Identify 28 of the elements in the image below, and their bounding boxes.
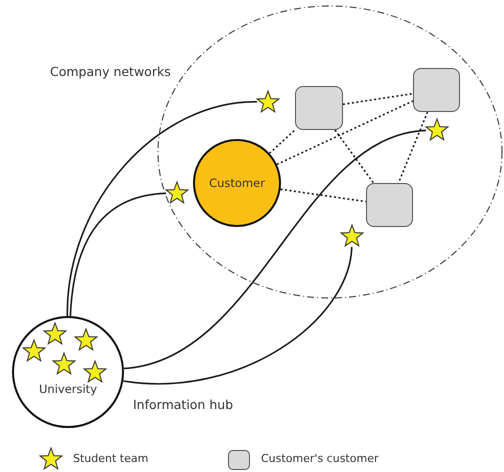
rounded-square <box>413 68 460 112</box>
dotted-line <box>280 188 366 202</box>
legend-text: Student team <box>73 452 148 465</box>
curved-line <box>123 246 353 384</box>
dotted-line <box>268 129 296 154</box>
note-text: Information hub <box>133 397 234 412</box>
circle: Customer <box>193 139 281 227</box>
star-icon <box>256 90 280 113</box>
star-icon <box>83 360 107 383</box>
legend-text: Customer's customer <box>261 452 378 465</box>
rounded-square <box>366 183 413 227</box>
star-icon <box>340 224 364 247</box>
star-icon <box>165 181 189 204</box>
star-icon <box>52 352 76 375</box>
group-title: Company networks <box>50 64 171 79</box>
curved-line <box>70 192 166 316</box>
curved-line <box>124 130 426 370</box>
circle-label: University <box>38 382 98 396</box>
curved-line <box>66 101 258 316</box>
dotted-line <box>398 112 428 184</box>
star-icon <box>425 118 449 141</box>
dotted-line <box>334 130 374 184</box>
dotted-line <box>342 92 414 106</box>
star-icon <box>74 328 98 351</box>
star-icon <box>22 339 46 362</box>
rounded-square <box>295 86 343 130</box>
star-icon <box>43 322 67 345</box>
dotted-line <box>276 100 414 166</box>
